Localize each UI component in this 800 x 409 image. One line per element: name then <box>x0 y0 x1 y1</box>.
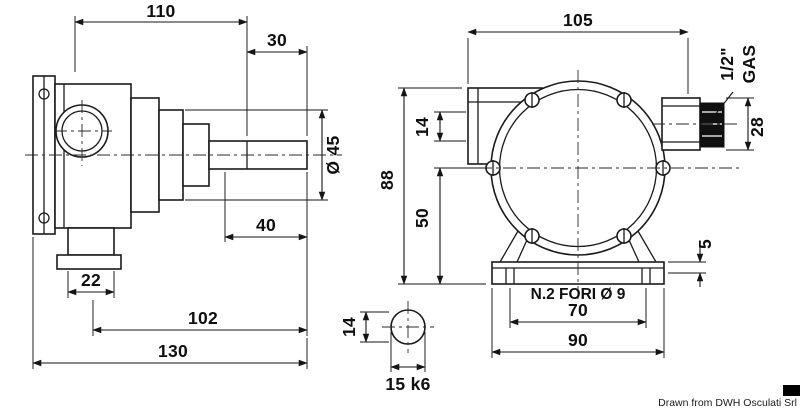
dim-110-label: 110 <box>146 1 175 21</box>
holes-note-label: N.2 FORI Ø 9 <box>531 286 626 303</box>
credit-line: Drawn from DWH Osculati Srl <box>658 397 797 409</box>
port-thread-label-2: GAS <box>739 45 759 84</box>
dim-88-label: 88 <box>377 170 397 190</box>
dim-90-label: 90 <box>568 330 588 350</box>
port-thread-label-1: 1/2" <box>717 47 737 81</box>
dim-50-label: 50 <box>412 208 432 228</box>
port-leader-line <box>713 91 734 117</box>
dim-102-label: 102 <box>188 308 218 328</box>
dim-105-label: 105 <box>563 10 593 30</box>
thread-section <box>699 102 725 148</box>
dim-14-label: 14 <box>412 117 432 137</box>
dim-45-label: Ø 45 <box>323 135 343 174</box>
dim-15k6-label: 15 k6 <box>385 374 430 394</box>
side-view <box>25 75 342 270</box>
front-view <box>455 70 742 302</box>
dim-28-label: 28 <box>747 117 767 137</box>
dim-40-label: 40 <box>256 215 276 235</box>
dim-70-label: 70 <box>568 300 588 320</box>
dim-key-14-label: 14 <box>339 317 359 337</box>
dim-130-label: 130 <box>158 341 188 361</box>
dim-5-label: 5 <box>695 239 715 249</box>
foot-column <box>67 227 115 256</box>
cover-screws <box>485 92 671 244</box>
foot-plate <box>56 254 122 270</box>
pump-body <box>54 83 132 229</box>
dim-30-label: 30 <box>267 30 287 50</box>
front-view-dimensions: 105 88 14 50 5 28 1/2" GAS N.2 FORI Ø 9 … <box>377 10 767 358</box>
base-legs <box>499 230 657 263</box>
scan-mark <box>783 385 800 396</box>
shaft-section-view: 14 15 k6 <box>339 301 434 394</box>
flange-bolt-icon <box>38 88 50 100</box>
flange-bolt-icon <box>38 212 50 224</box>
side-view-dimensions: 110 30 Ø 45 40 22 102 130 <box>32 1 343 369</box>
dim-22-label: 22 <box>81 270 101 290</box>
